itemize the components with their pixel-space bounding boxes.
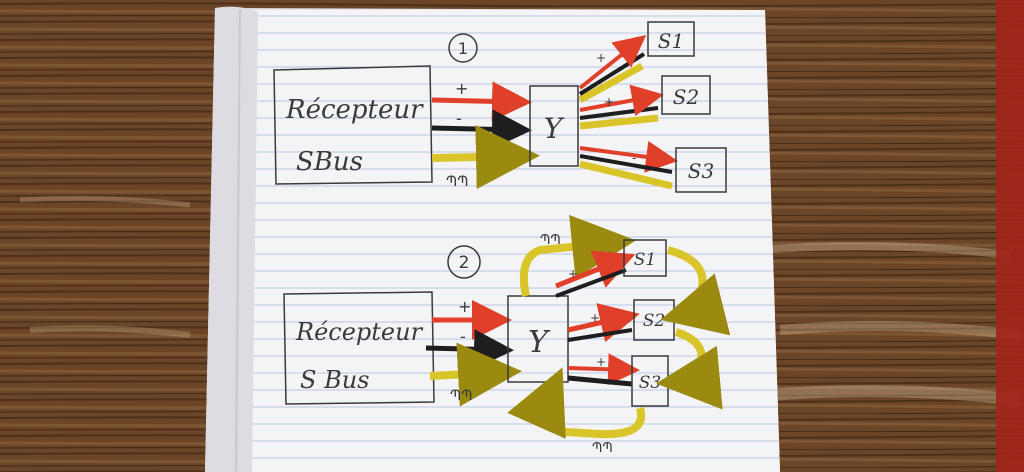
wire-1-s3-yellow — [579, 160, 673, 190]
red-object-edge — [996, 0, 1024, 472]
wire-2-black — [425, 329, 514, 370]
splitter-1-box — [529, 85, 579, 167]
wire-2-signal-top-label: ՊՊ — [540, 233, 561, 248]
wire-2-s1-black — [555, 268, 627, 298]
wire-1-s3-black — [579, 154, 673, 174]
wire-1-black — [431, 109, 532, 150]
diagram-1-number-circle — [448, 33, 478, 63]
splitter-1-label: Y — [544, 112, 565, 145]
servo-1-s2-label: S2 — [673, 85, 699, 109]
wire-1-s2-yellow — [579, 114, 659, 130]
wire-2-minus: - — [460, 327, 466, 346]
wire-2-s1-red — [555, 250, 636, 289]
receiver-2-label-line1: Récepteur — [295, 318, 424, 346]
servo-2-s3-label: S3 — [639, 373, 661, 393]
servo-1-s1-label: S1 — [658, 29, 684, 53]
wire-2-s1-plus: + — [568, 267, 578, 281]
wire-2-s3-plus: + — [596, 355, 606, 369]
servo-1-s3-label: S3 — [688, 159, 714, 183]
diagram-2-number-circle — [447, 245, 481, 279]
wire-1-s1-red — [578, 35, 647, 90]
wire-2-s3-red — [567, 353, 640, 386]
wire-1-s3-red — [579, 140, 678, 173]
wire-1-signal: ՊՊ — [446, 174, 468, 190]
wire-1-s2-red — [579, 84, 664, 117]
wire-2-s3-black — [567, 375, 633, 387]
wire-2-s2-red — [567, 303, 640, 343]
wire-2-signal-bottom-label: ՊՊ — [592, 441, 613, 456]
servo-2-s2-label: S2 — [643, 311, 665, 331]
servo-1-s1-box — [647, 21, 695, 57]
wire-1-s1-yellow — [578, 62, 644, 104]
wire-1-red — [431, 81, 532, 122]
wire-2-yellow — [429, 342, 522, 407]
wire-2-signal-top-loop — [519, 214, 636, 297]
splitter-2-label: Y — [528, 325, 551, 360]
wire-2-chain-s1-s2 — [660, 246, 731, 336]
wire-1-s3-minus: - — [632, 151, 636, 165]
wire-1-s1-plus: + — [596, 51, 606, 65]
wire-2-chain-s2-s3 — [656, 328, 723, 410]
wire-1-minus: - — [456, 109, 462, 128]
servo-2-s1-label: S1 — [634, 250, 656, 270]
wire-2-signal-bottom-loop — [507, 367, 646, 439]
receiver-2-box — [283, 291, 435, 405]
wire-2-s2-plus: + — [590, 311, 600, 325]
diagram-2-number: 2 — [459, 253, 470, 273]
diagram-1: 1 Récepteur SBus + - ՊՊ Y + + - S1 S2 — [273, 21, 727, 193]
wood-light-streaks — [19, 195, 1021, 406]
wire-2-s2-black — [567, 328, 633, 342]
servo-1-s3-box — [675, 147, 727, 193]
diagram-1-number: 1 — [458, 39, 468, 58]
receiver-2-label-line2: S Bus — [300, 366, 369, 394]
wire-2-plus: + — [458, 297, 471, 316]
receiver-1-box — [273, 65, 433, 185]
servo-2-s1-box — [623, 239, 667, 277]
wire-2-signal: ՊՊ — [450, 388, 472, 404]
receiver-1-label-line2: SBus — [296, 147, 363, 177]
diagram-2: 2 Récepteur S Bus + - ՊՊ Y ՊՊ + + + S1 S… — [283, 214, 731, 456]
wire-1-yellow — [431, 125, 540, 190]
receiver-1-label-line1: Récepteur — [285, 95, 424, 125]
wire-1-plus: + — [455, 79, 468, 98]
wire-1-s2-plus: + — [604, 95, 614, 109]
servo-1-s2-box — [661, 75, 711, 115]
